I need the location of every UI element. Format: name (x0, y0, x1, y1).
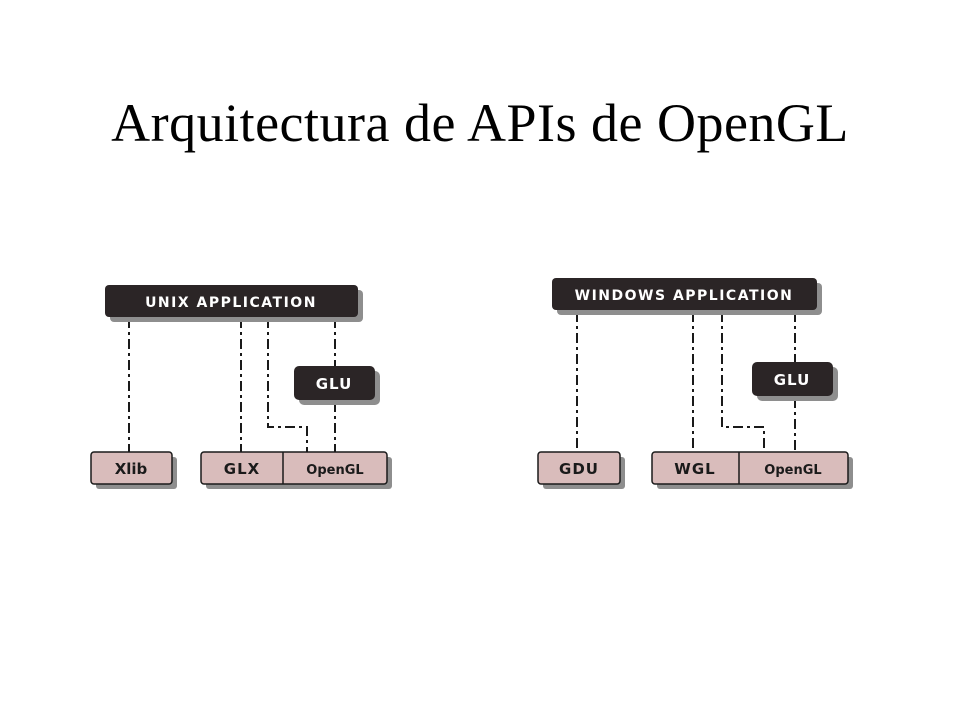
unix-glu-label: GLU (316, 375, 353, 393)
unix-application-box: UNIX APPLICATION (105, 285, 363, 322)
unix-application-rect (105, 285, 358, 317)
windows-diagram: WINDOWS APPLICATION GLU GDU WGL OpenGL (537, 278, 853, 489)
unix-diagram: UNIX APPLICATION GLU Xlib GLX OpenGL (90, 285, 392, 489)
xlib-label: Xlib (115, 460, 148, 478)
xlib-box: Xlib (90, 451, 177, 489)
windows-glu-box: GLU (752, 362, 838, 401)
windows-glu-label: GLU (774, 371, 811, 389)
windows-app-to-opengl-line (721, 312, 765, 452)
windows-application-label: WINDOWS APPLICATION (575, 288, 794, 304)
unix-opengl-label: OpenGL (306, 463, 363, 478)
gdu-label: GDU (559, 460, 599, 478)
unix-glu-box: GLU (294, 366, 380, 405)
wgl-opengl-rect (651, 451, 849, 485)
slide-title: Arquitectura de APIs de OpenGL (111, 93, 849, 153)
gdu-box: GDU (537, 451, 625, 489)
windows-glu-rect (752, 362, 833, 396)
glx-label: GLX (224, 460, 260, 478)
wgl-opengl-box: WGL OpenGL (651, 451, 853, 489)
unix-app-to-opengl-line (267, 318, 308, 452)
windows-application-rect (552, 278, 817, 310)
gdu-rect (537, 451, 621, 485)
windows-opengl-label: OpenGL (764, 463, 821, 478)
wgl-label: WGL (674, 460, 715, 478)
glx-opengl-box: GLX OpenGL (200, 451, 392, 489)
unix-application-label: UNIX APPLICATION (145, 295, 317, 311)
glx-opengl-rect (200, 451, 388, 485)
unix-glu-rect (294, 366, 375, 400)
windows-application-box: WINDOWS APPLICATION (552, 278, 822, 315)
xlib-rect (90, 451, 173, 485)
